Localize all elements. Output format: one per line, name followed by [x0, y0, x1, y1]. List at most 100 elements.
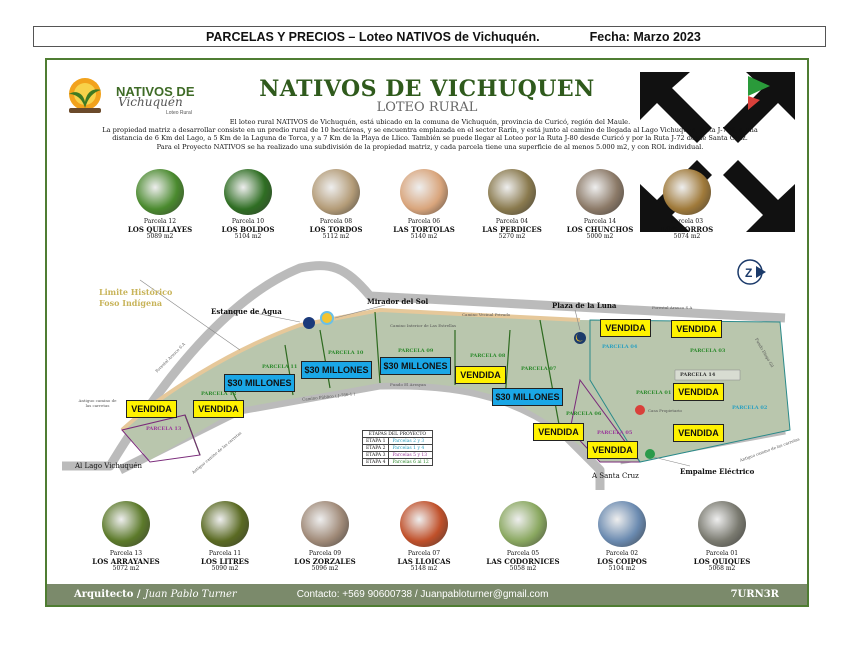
animal-photo [136, 169, 184, 215]
parcel-label: PARCELA 03 [690, 348, 726, 354]
sold-tag: VENDIDA [126, 400, 177, 418]
poster-subtitle: LOTEO RURAL [376, 100, 478, 115]
animal-photo [698, 501, 746, 547]
stage-parcels: Parcelas 5 y 13 [388, 451, 433, 459]
animal-photo [201, 501, 249, 547]
parcel-number: Parcela 10 [231, 218, 265, 225]
animal-card: Parcela 06 LAS TORTOLAS 5140 m2 [379, 169, 469, 241]
intro-text: El loteo rural NATIVOS de Vichuquén, est… [70, 118, 790, 151]
road-label: Forestal Arauco S.A [652, 305, 693, 310]
animal-photo [224, 169, 272, 215]
parcel-label: PARCELA 13 [146, 426, 182, 432]
parcel-area [122, 310, 790, 462]
sold-tag: VENDIDA [673, 383, 724, 401]
road-label: Fundo El Arrayan [390, 382, 426, 387]
sold-tag: VENDIDA [671, 320, 722, 338]
animal-card: Parcela 13 LOS ARRAYANES 5072 m2 [81, 501, 171, 573]
east-parcels-outline [589, 319, 791, 463]
animal-card: Parcela 09 LOS ZORZALES 5096 m2 [280, 501, 370, 573]
arrow-ne-icon [723, 72, 795, 143]
arrow-se-icon [723, 160, 795, 232]
architect-name: Juan Pablo Turner [144, 589, 237, 600]
parcel-number: Parcela 14 [583, 218, 617, 225]
animal-card: Parcela 14 LOS CHUNCHOS 5000 m2 [555, 169, 645, 241]
parcel-area: 5000 m2 [586, 233, 614, 240]
parcel-area: 5090 m2 [211, 565, 239, 572]
parcel-label: PARCELA 05 [597, 430, 633, 436]
sun-viewpoint-icon [320, 311, 334, 325]
parcel-05-outline [569, 378, 641, 463]
brand-label: 7URN3R [730, 589, 779, 600]
parcel-area: 5112 m2 [322, 233, 350, 240]
parcel-area: 5072 m2 [112, 565, 140, 572]
animal-name: LOS TORDOS [309, 224, 363, 234]
road-label: Camino Interior de Las Estrellas [390, 323, 457, 328]
parcel-label: PARCELA 02 [732, 405, 768, 411]
sold-tag: VENDIDA [193, 400, 244, 418]
stage-parcels: Parcelas 6 al 12 [388, 458, 433, 466]
parcel-label: PARCELA 10 [328, 350, 364, 356]
road-label: Antiguo camino de las carretas [78, 398, 117, 408]
price-tag: $30 MILLONES [380, 357, 451, 375]
road-label: Camino Vecinal Privado [462, 312, 511, 317]
price-tag: $30 MILLONES [492, 388, 563, 406]
parcel-label: PARCELA 14 [680, 372, 716, 378]
parcel-label: PARCELA 06 [566, 411, 602, 417]
stage-name: ETAPA 3 [361, 451, 390, 459]
estanque-label: Estanque de Agua [211, 307, 282, 316]
sold-tag: VENDIDA [455, 366, 506, 384]
poster-frame [45, 58, 809, 607]
parcel-number: Parcela 07 [407, 550, 441, 557]
animal-photo [598, 501, 646, 547]
parcel-label: PARCELA 09 [398, 348, 434, 354]
animal-photo [663, 169, 711, 215]
moon-plaza-icon [574, 332, 586, 344]
architect-label: Arquitecto / [74, 589, 141, 600]
animal-name: LAS CODORNICES [486, 556, 560, 566]
animal-photo [576, 169, 624, 215]
intro-line: Para el Proyecto NATIVOS se ha realizado… [156, 142, 704, 151]
animal-photo [102, 501, 150, 547]
parcel-area: 5096 m2 [311, 565, 339, 572]
parcel-area: 5148 m2 [410, 565, 438, 572]
header-date: Fecha: Marzo 2023 [589, 29, 701, 44]
mirador-label: Mirador del Sol [367, 297, 429, 306]
arrow-nw-icon [640, 72, 712, 143]
intro-line: El loteo rural NATIVOS de Vichuquén, est… [229, 118, 631, 126]
svg-text:Z: Z [745, 266, 752, 280]
animal-name: LOS QUILLAYES [127, 224, 193, 234]
animal-photo [400, 169, 448, 215]
animal-card: Parcela 12 LOS QUILLAYES 5089 m2 [115, 169, 205, 241]
price-tag: $30 MILLONES [224, 374, 295, 392]
animal-name: LOS ZORROS [660, 224, 714, 234]
parcel-area: 5089 m2 [146, 233, 174, 240]
road-label: Casa Propietario [648, 408, 682, 413]
parcel-label: PARCELA 11 [262, 364, 298, 370]
animal-card: Parcela 02 LOS COIPOS 5104 m2 [577, 501, 667, 573]
stages-title: ETAPAS DEL PROYECTO [362, 430, 433, 438]
parcel-area: 5068 m2 [708, 565, 736, 572]
animal-photo [301, 501, 349, 547]
animal-card: Parcela 05 LAS CODORNICES 5058 m2 [478, 501, 568, 573]
animal-card: Parcela 04 LAS PERDICES 5270 m2 [467, 169, 557, 241]
house-icon [635, 405, 645, 415]
parcel-label: PARCELA 01 [636, 390, 672, 396]
parcel-number: Parcela 03 [670, 218, 704, 225]
animal-card: Parcela 01 LOS QUIQUES 5068 m2 [677, 501, 767, 573]
parcel-area: 5104 m2 [608, 565, 636, 572]
animal-photo [488, 169, 536, 215]
animal-photo [400, 501, 448, 547]
price-tag: $30 MILLONES [301, 361, 372, 379]
animal-photo [312, 169, 360, 215]
header-bar: PARCELAS Y PRECIOS – Loteo NATIVOS de Vi… [33, 26, 826, 47]
parcel-label: PARCELA 07 [521, 366, 557, 372]
animal-photo [499, 501, 547, 547]
animal-card: Parcela 07 LAS LLOICAS 5148 m2 [379, 501, 469, 573]
header-title: PARCELAS Y PRECIOS – Loteo NATIVOS de Vi… [206, 29, 540, 44]
empalme-label: Empalme Eléctrico [680, 467, 755, 476]
logo-line2: Vichuquén [118, 95, 183, 109]
lago-label: Al Lago Vichuquén [75, 462, 143, 470]
